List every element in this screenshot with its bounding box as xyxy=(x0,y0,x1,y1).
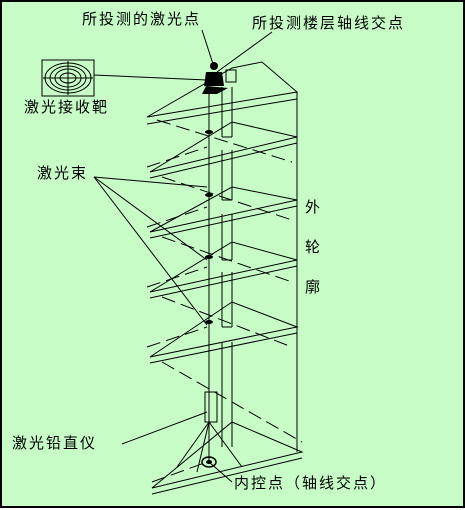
axis-dashed-lines xyxy=(146,119,303,483)
label-leaders xyxy=(93,29,273,483)
floor-shafts xyxy=(221,87,233,447)
label-outer-contour-1: 外 xyxy=(305,198,321,216)
label-laser-receiver-target: 激光接收靶 xyxy=(24,98,110,116)
label-outer-contour-3: 廓 xyxy=(305,278,321,296)
worker-icon xyxy=(202,62,237,94)
laser-plumb-cone xyxy=(176,421,243,473)
floor-slabs xyxy=(149,121,304,495)
label-floor-axis-intersection: 所投测楼层轴线交点 xyxy=(252,14,406,32)
laser-plumb-instrument xyxy=(204,391,218,423)
label-inner-control-point: 内控点（轴线交点） xyxy=(234,474,388,492)
control-point-icon xyxy=(201,456,217,468)
label-laser-beam: 激光束 xyxy=(37,164,89,182)
label-laser-plumb: 激光铅直仪 xyxy=(12,434,98,452)
laser-points xyxy=(205,130,213,324)
receiver-target-icon xyxy=(41,59,95,97)
label-measured-laser-point: 所投测的激光点 xyxy=(82,10,202,28)
label-outer-contour-2: 轮 xyxy=(305,238,321,256)
